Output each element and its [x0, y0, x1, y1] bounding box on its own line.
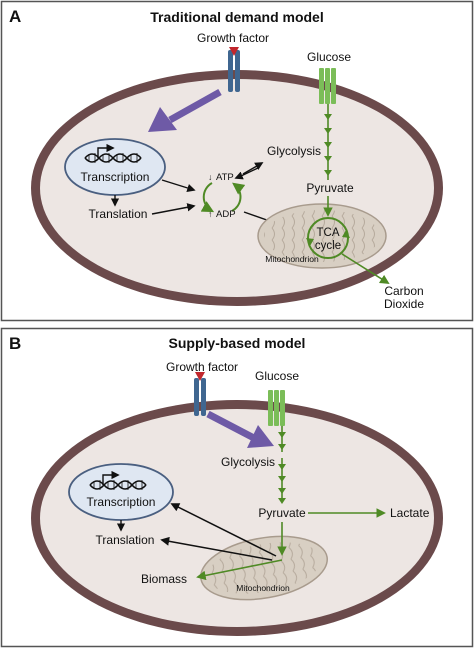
panel-b-letter: B — [9, 334, 21, 353]
transcription-label: Transcription — [81, 170, 150, 184]
adp-to-atp-cycle-arrow — [231, 182, 246, 212]
panel-a-title: Traditional demand model — [150, 9, 323, 25]
adp-label: ADP — [216, 209, 236, 220]
tca-cycle-arrowhead-icon — [306, 238, 314, 246]
growth-factor-label: Growth factor — [166, 360, 238, 374]
growth-factor-receptor-icon — [194, 372, 206, 416]
translation-label: Translation — [96, 533, 155, 547]
lactate-label: Lactate — [390, 506, 430, 520]
tca-cycle-arrowhead-icon — [342, 230, 350, 238]
glucose-to-glycolysis-pathway — [278, 426, 286, 452]
growth-factor-ligand-icon — [229, 47, 239, 56]
translation-label: Translation — [89, 207, 148, 221]
growth-factor-ligand-icon — [195, 372, 205, 381]
growth-factor-receptor-icon — [228, 47, 240, 92]
glycolysis-label: Glycolysis — [267, 144, 321, 158]
panel-a: A Traditional demand model Growth factor… — [0, 0, 474, 322]
promoter-arrow-icon — [97, 143, 115, 158]
cytoplasm — [40, 409, 434, 627]
nucleus — [68, 463, 174, 521]
glucose-label: Glucose — [255, 369, 299, 383]
mito-to-transcription-arrow — [170, 503, 277, 557]
mitochondrion — [257, 203, 387, 269]
mitochondrion-label: Mitochondrion — [236, 583, 290, 593]
carbon-dioxide-label-line2: Dioxide — [384, 297, 424, 311]
atp-to-adp-cycle-arrow — [200, 182, 215, 213]
signal-arrow-shaft — [168, 88, 222, 124]
glycolysis-label: Glycolysis — [221, 455, 275, 469]
transcription-to-atp-arrow — [161, 179, 196, 193]
tca-to-co2-arrow — [341, 253, 390, 285]
glucose-transporter-icon — [319, 68, 336, 104]
dna-icon — [84, 153, 142, 163]
panel-a-letter: A — [9, 7, 21, 26]
nucleus — [64, 138, 166, 196]
biomass-label: Biomass — [141, 572, 187, 586]
carbon-dioxide-label-line1: Carbon — [384, 284, 423, 298]
panel-b-title: Supply-based model — [169, 335, 306, 351]
glycolysis-to-pyruvate-pathway — [278, 458, 286, 504]
glucose-label: Glucose — [307, 50, 351, 64]
glucose-transporter-icon — [268, 390, 285, 426]
atp-label: ATP — [216, 172, 234, 183]
glucose-to-pyruvate-pathway — [324, 104, 332, 180]
atp-to-glycolysis-arrow — [242, 162, 264, 175]
glycolysis-to-atp-arrow — [234, 171, 244, 180]
promoter-arrow-icon — [102, 470, 120, 485]
tca-label-line1: TCA — [317, 227, 340, 239]
tca-label-line2: cycle — [315, 240, 341, 252]
dna-icon — [89, 480, 147, 490]
translation-to-atp-arrow — [151, 203, 196, 215]
panel-b: B Supply-based model Growth factor Gluco… — [0, 327, 474, 648]
mito-to-translation-arrow — [160, 536, 273, 561]
tca-cycle-ring — [307, 217, 349, 259]
mito-to-biomass-arrow — [196, 559, 283, 581]
pyruvate-label: Pyruvate — [258, 506, 306, 520]
signal-arrow-head — [247, 425, 274, 448]
pyruvate-label: Pyruvate — [306, 181, 354, 195]
signal-arrow-head — [148, 107, 177, 132]
atp-down-arrow-icon: ↓ — [208, 172, 212, 182]
signal-arrow-shaft — [206, 410, 256, 442]
adp-up-arrow-icon: ↑ — [208, 209, 212, 219]
growth-factor-label: Growth factor — [197, 31, 269, 45]
mitochondrion-label: Mitochondrion — [265, 254, 319, 264]
transcription-label: Transcription — [87, 495, 156, 509]
